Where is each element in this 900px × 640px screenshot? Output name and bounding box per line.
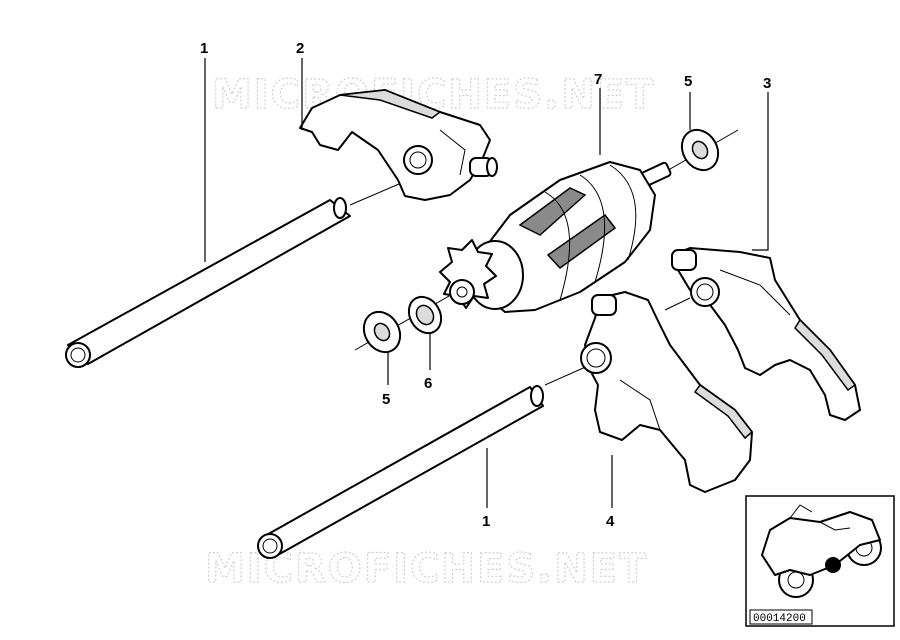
shift-rod-lower — [257, 385, 544, 559]
washer-upper — [680, 128, 720, 172]
shift-drum — [439, 161, 672, 313]
callout-spacer: 6 — [424, 375, 432, 392]
callout-fork-3: 3 — [763, 75, 771, 92]
leader-lines — [204, 58, 769, 508]
shift-fork-3 — [671, 247, 861, 421]
shift-fork-2 — [299, 89, 498, 201]
callout-shaft-lower: 1 — [482, 513, 490, 530]
inset-motorcycle: 00014200 — [745, 495, 895, 627]
motorcycle-icon — [761, 504, 882, 598]
diagram-code: 00014200 — [753, 613, 806, 625]
callout-washer-upper: 5 — [684, 73, 692, 90]
callout-fork-4: 4 — [606, 513, 615, 530]
washer-lower — [362, 310, 402, 354]
callout-fork-2: 2 — [296, 40, 304, 57]
spacer-ring — [407, 295, 443, 335]
callout-washer-lower: 5 — [382, 391, 390, 408]
shift-fork-4 — [580, 291, 754, 493]
shift-rod-upper — [65, 197, 351, 368]
callout-shaft-upper: 1 — [200, 40, 208, 57]
callout-drum: 7 — [594, 71, 602, 88]
